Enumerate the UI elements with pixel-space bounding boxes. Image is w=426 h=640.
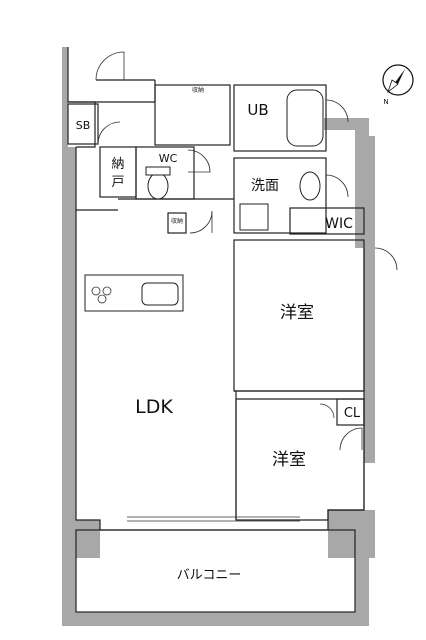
room-label-cl: CL <box>344 406 361 421</box>
room-label-balcony: バルコニー <box>177 568 242 583</box>
washbasin <box>299 171 321 201</box>
compass-label: N <box>383 98 388 106</box>
washing-machine-pan <box>239 203 269 231</box>
room-label-wic: WIC <box>325 216 353 232</box>
exterior-walls <box>62 47 375 626</box>
interior-walls <box>67 47 365 613</box>
doors <box>95 51 398 451</box>
fixtures <box>84 89 324 522</box>
room-label-nando-1: 納 <box>111 157 124 172</box>
room-label-sb: SB <box>76 119 91 132</box>
north-arrow-icon: N <box>382 64 414 106</box>
toilet <box>147 172 169 200</box>
room-labels: SB UB 納 戸 WC 洗面 WIC 洋室 LDK CL 洋室 バルコニー 収… <box>76 86 361 583</box>
storage-label-small: 収納 <box>171 217 183 225</box>
storage-label-top: 収納 <box>192 86 204 94</box>
room-label-yoshitsu-1: 洋室 <box>280 303 314 323</box>
room-label-ldk: LDK <box>135 396 173 418</box>
room-label-nando-2: 戸 <box>111 175 124 190</box>
room-label-ub: UB <box>247 101 268 119</box>
room-label-wc: WC <box>159 152 178 165</box>
room-label-yoshitsu-2: 洋室 <box>272 450 306 470</box>
room-label-senmen: 洗面 <box>251 178 279 194</box>
kitchen-sink <box>141 282 179 306</box>
bathtub <box>286 89 324 147</box>
stove-burner-icon <box>91 286 101 296</box>
